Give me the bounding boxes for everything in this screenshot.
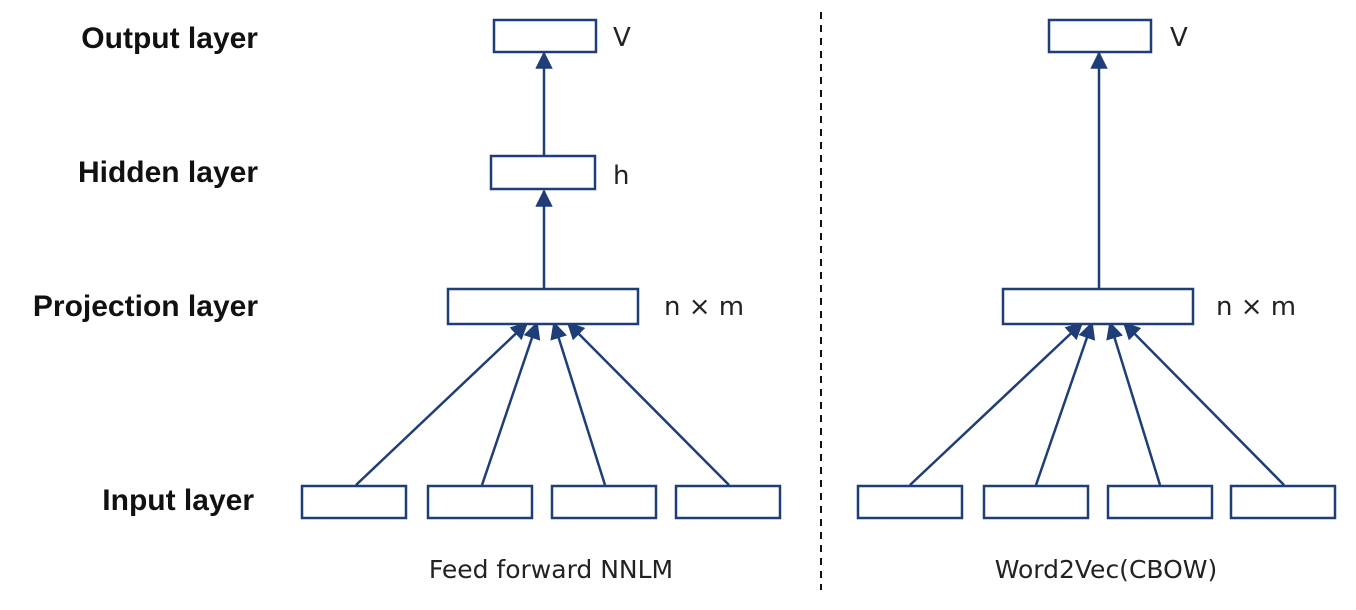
cbow-input-node-1 (856, 484, 964, 520)
cbow-projection-dim-label: n × m (1216, 292, 1296, 322)
cbow-input-node-3 (1106, 484, 1214, 520)
cbow-input-node-2 (982, 484, 1090, 520)
nnlm-edge-input3-projection (550, 321, 607, 486)
nnlm-output-node (492, 18, 598, 54)
cbow-output-node (1047, 18, 1153, 54)
nnlm-projection-dim-label: n × m (664, 292, 744, 322)
cbow-edge-input3-projection (1106, 321, 1162, 486)
projection-layer-label: Projection layer (33, 290, 258, 323)
cbow-edge-input1-projection (909, 321, 1084, 486)
nnlm-input-node-1 (300, 484, 408, 520)
nnlm-hidden-dim-label: h (613, 161, 629, 191)
cbow-panel: V n × m Word2Vec(CBOW) (856, 18, 1337, 584)
hidden-layer-label: Hidden layer (78, 156, 258, 189)
cbow-input-node-4 (1229, 484, 1337, 520)
nnlm-projection-node (446, 287, 640, 326)
output-layer-label: Output layer (81, 22, 258, 55)
nnlm-caption: Feed forward NNLM (429, 555, 673, 584)
nnlm-edge-input1-projection (355, 321, 529, 486)
cbow-projection-node (1001, 287, 1195, 326)
input-layer-label: Input layer (102, 484, 254, 517)
nnlm-input-node-2 (426, 484, 534, 520)
nnlm-hidden-node (489, 154, 597, 191)
cbow-output-dim-label: V (1170, 23, 1188, 53)
cbow-edge-input2-projection (1034, 321, 1096, 486)
cbow-edge-input4-projection (1122, 321, 1285, 486)
nnlm-edge-input4-projection (566, 321, 730, 486)
nnlm-input-node-4 (674, 484, 782, 520)
nnlm-output-dim-label: V (613, 23, 631, 53)
nnlm-input-node-3 (550, 484, 658, 520)
nnlm-panel: V h n × m Feed forward NNLM (300, 18, 782, 584)
nnlm-edge-input2-projection (480, 321, 541, 486)
cbow-caption: Word2Vec(CBOW) (995, 555, 1218, 584)
